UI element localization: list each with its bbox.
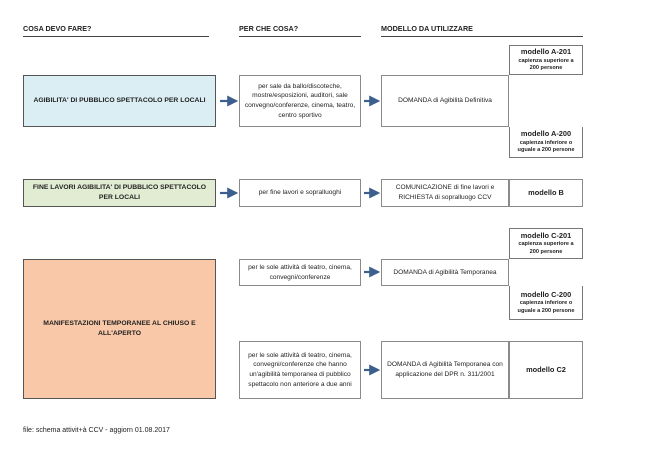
header-per-che-cosa: PER CHE COSA? [239,23,361,37]
model-c-201: modello C-201 capienza superiore a 200 p… [509,228,583,259]
model-a-201-title: modello A-201 [520,47,572,57]
model-a-200-title: modello A-200 [520,129,572,139]
model-c-200-title: modello C-200 [520,289,572,299]
model-b: modello B [509,179,583,207]
purpose-temporanee-teatro: per le sole attività di teatro, cinema, … [239,259,361,286]
document-agibilita-temporanea: DOMANDA di Agibilità Temporanea [381,259,509,286]
document-agibilita-temporanea-dpr: DOMANDA di Agibilità Temporanea con appl… [381,341,509,399]
header-cosa-devo-fare: COSA DEVO FARE? [23,23,209,37]
footer-file-note: file: schema attivit+à CCV - aggiorn 01.… [23,427,170,434]
purpose-temporanee-dpr: per le sole attività di teatro, cinema, … [239,341,361,399]
category-fine-lavori: FINE LAVORI AGIBILITA' DI PUBBLICO SPETT… [23,179,216,207]
category-manifestazioni-temporanee: MANIFESTAZIONI TEMPORANEE AL CHIUSO E AL… [23,259,216,399]
document-agibilita-definitiva: DOMANDA di Agibilità Definitiva [381,75,509,127]
header-modello-da-utilizzare: MODELLO DA UTILIZZARE [381,23,583,37]
model-c2: modello C2 [509,341,583,399]
model-c-200-desc: capienza inferiore o uguale a 200 person… [517,300,575,314]
model-c-201-title: modello C-201 [520,230,572,240]
category-agibilita-locali: AGIBILITA' DI PUBBLICO SPETTACOLO PER LO… [23,75,216,127]
purpose-fine-lavori: per fine lavori e sopralluoghi [239,179,361,207]
model-c-200: modello C-200 capienza inferiore o ugual… [509,286,583,320]
document-comunicazione-fine-lavori: COMUNICAZIONE di fine lavori e RICHIESTA… [381,179,509,207]
model-a-201: modello A-201 capienza superiore a 200 p… [509,45,583,75]
purpose-locali: per sale da ballo/discoteche, mostre/esp… [239,75,361,127]
model-a-201-desc: capienza superiore a 200 persone [518,57,574,72]
model-c-201-desc: capienza superiore a 200 persone [518,241,574,255]
model-a-200: modello A-200 capienza inferiore o ugual… [509,127,583,158]
model-a-200-desc: capienza inferiore o uguale a 200 person… [517,139,575,154]
